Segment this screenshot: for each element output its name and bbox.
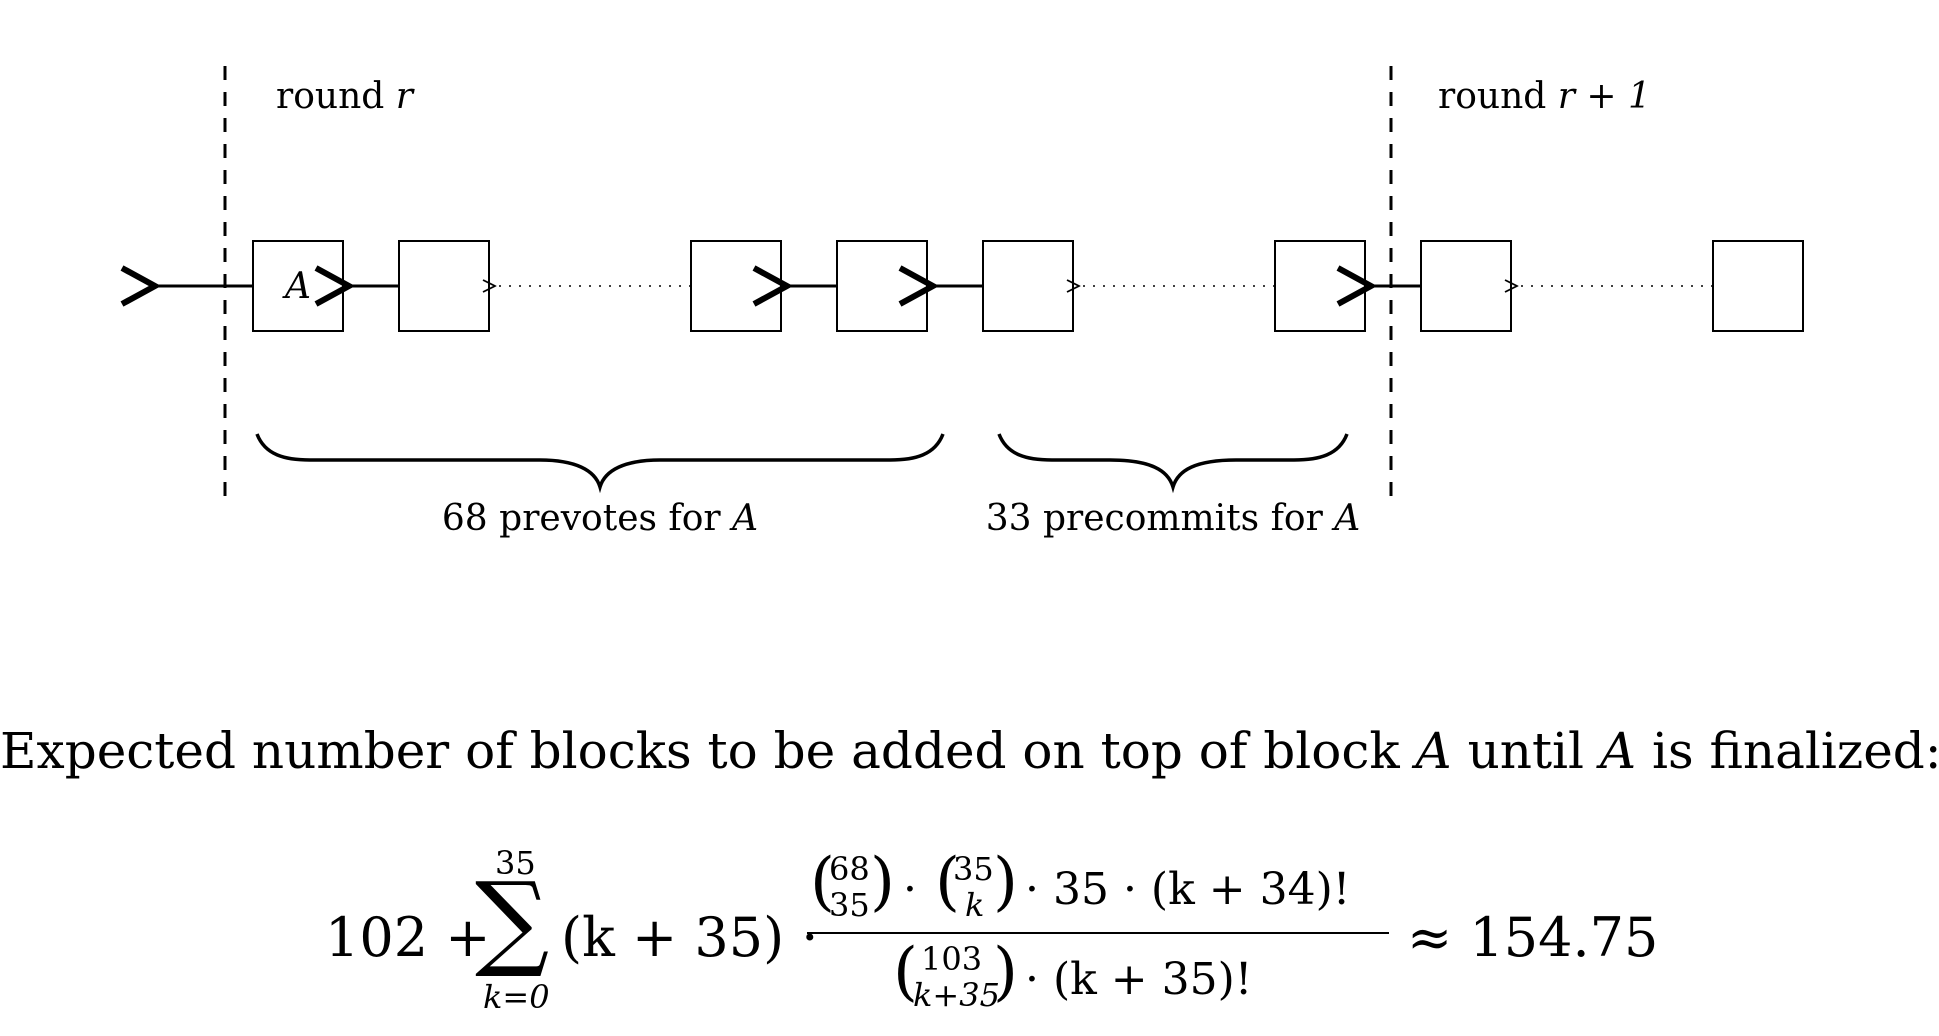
block bbox=[1274, 240, 1366, 332]
binom1-open: ( bbox=[810, 845, 835, 919]
round-r-label: round r bbox=[276, 76, 415, 117]
denominator-rest: · (k + 35)! bbox=[1025, 954, 1253, 1005]
prevotes-label: 68 prevotes for A bbox=[442, 498, 758, 539]
block bbox=[982, 240, 1074, 332]
numerator-rest: · 35 · (k + 34)! bbox=[1025, 864, 1351, 915]
prevotes-brace bbox=[255, 433, 945, 494]
summand-term: (k + 35) · bbox=[561, 906, 819, 969]
binom2-top: 35 bbox=[953, 850, 994, 888]
block bbox=[690, 240, 782, 332]
binom3-open: ( bbox=[893, 935, 918, 1009]
block bbox=[836, 240, 928, 332]
formula-constant: 102 + bbox=[325, 906, 491, 969]
binom3-top: 103 bbox=[921, 940, 983, 978]
binom3-close: ) bbox=[993, 935, 1018, 1009]
binom2-open: ( bbox=[935, 845, 960, 919]
binom1-close: ) bbox=[870, 845, 895, 919]
round-r1-label: round r + 1 bbox=[1438, 76, 1651, 117]
precommits-label: 33 precommits for A bbox=[986, 498, 1360, 539]
block-chain-diagram: round r round r + 1 A 68 prevotes for A … bbox=[0, 66, 1804, 539]
sum-lower-limit: k=0 bbox=[483, 978, 550, 1016]
precommits-brace bbox=[997, 433, 1349, 494]
numerator-dot: · bbox=[903, 864, 917, 915]
block-a-label: A bbox=[282, 266, 311, 307]
binom3-bottom: k+35 bbox=[913, 976, 1000, 1014]
sum-upper-limit: 35 bbox=[495, 844, 536, 882]
expected-blocks-caption: Expected number of blocks to be added on… bbox=[0, 722, 1939, 780]
binom2-bottom: k bbox=[965, 886, 985, 924]
binom1-top: 68 bbox=[829, 850, 870, 888]
sum-symbol: ∑ bbox=[475, 859, 550, 981]
block bbox=[398, 240, 490, 332]
binom2-close: ) bbox=[993, 845, 1018, 919]
block bbox=[1420, 240, 1512, 332]
expected-blocks-formula: 102 + 35 ∑ k=0 (k + 35) · ( 68 35 ) · ( … bbox=[325, 806, 1925, 1036]
fraction-bar bbox=[807, 932, 1389, 934]
binom1-bottom: 35 bbox=[829, 886, 870, 924]
block bbox=[1712, 240, 1804, 332]
formula-result: ≈ 154.75 bbox=[1407, 906, 1659, 969]
